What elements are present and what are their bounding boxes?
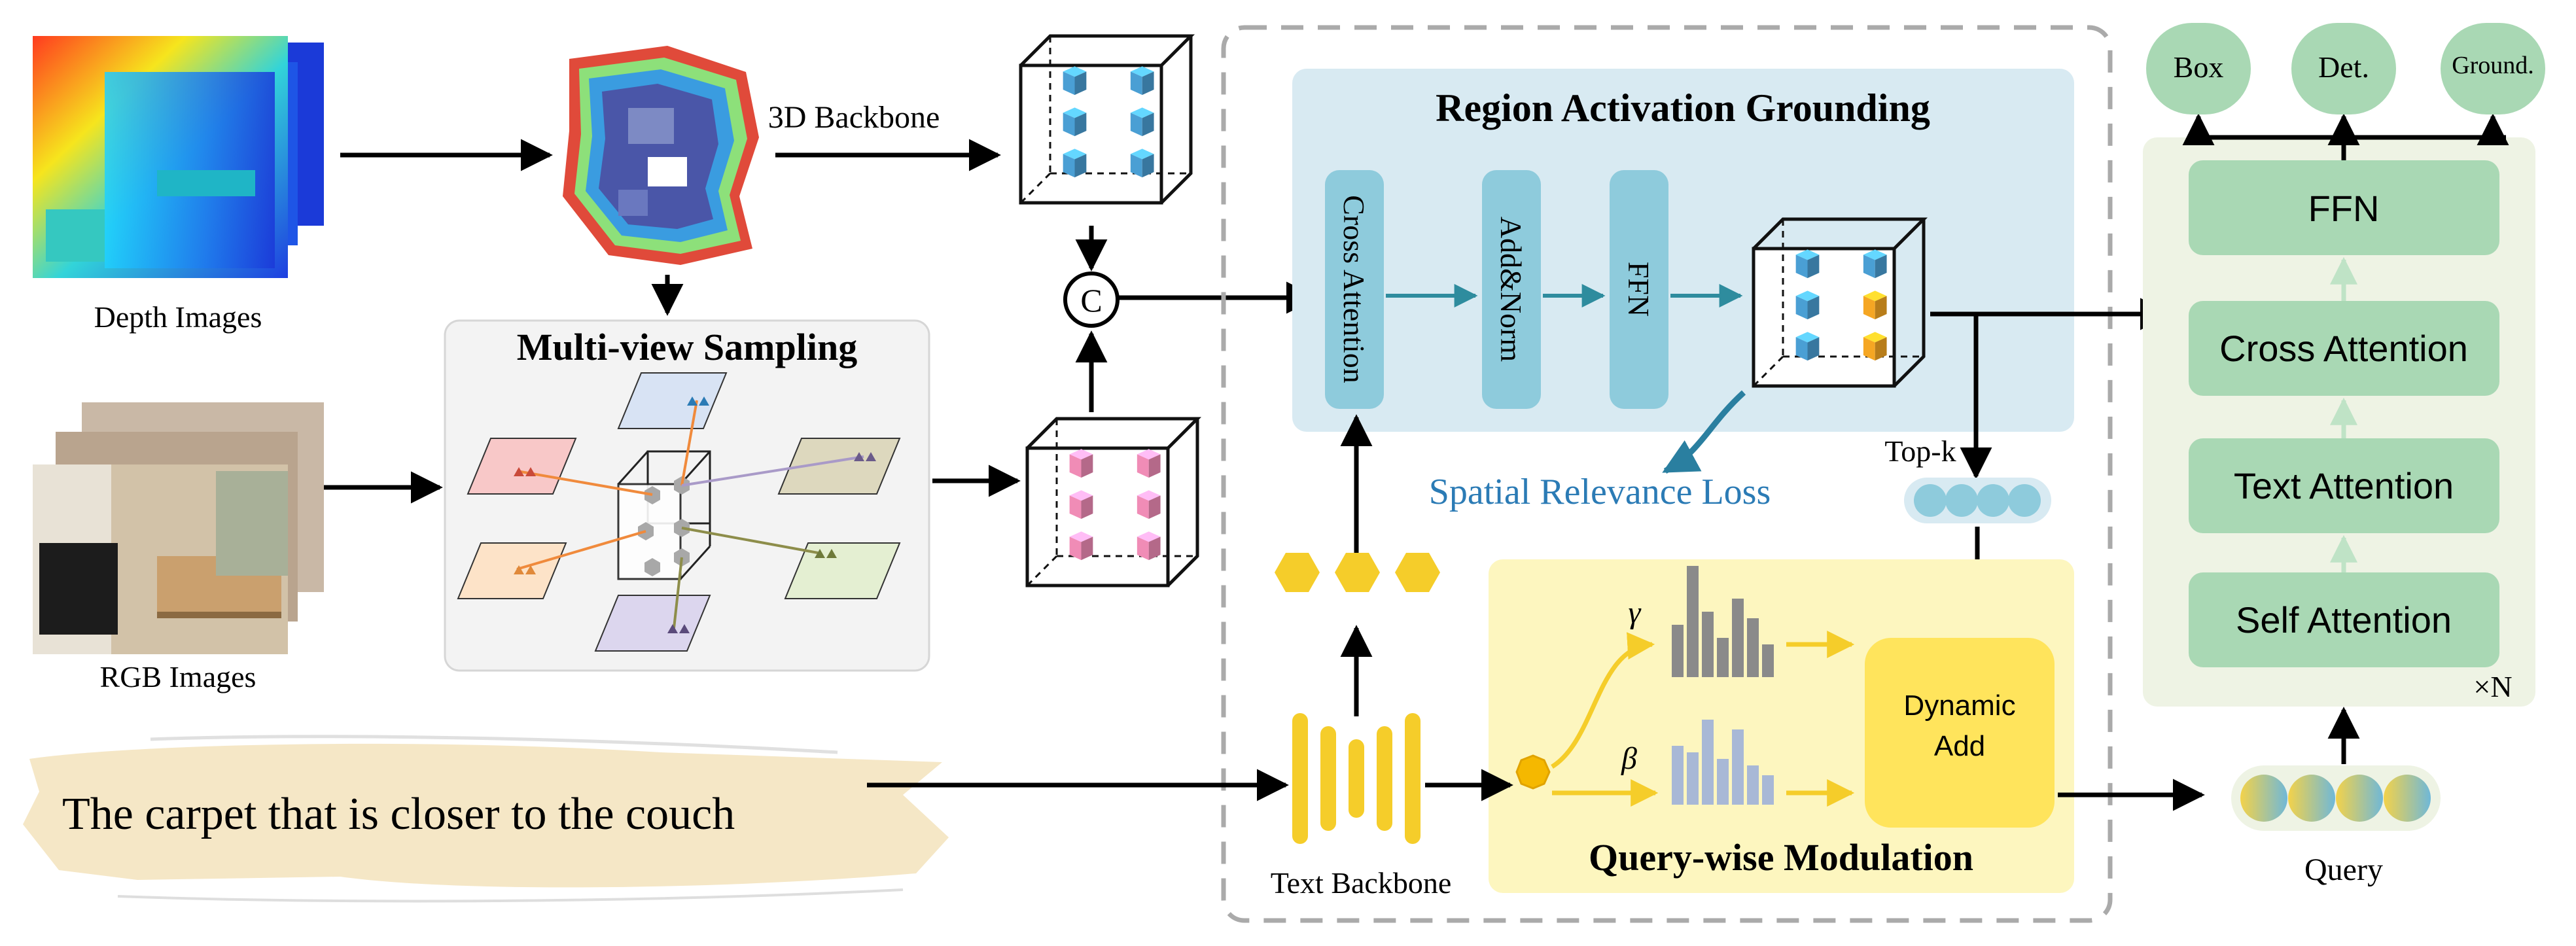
voxel [1137,490,1161,519]
voxel [1063,107,1087,137]
depth-images-label: Depth Images [94,300,262,334]
view-plane-top [617,372,728,429]
gamma-label: γ [1629,595,1642,630]
concat-symbol: C [1080,282,1102,319]
dynamic-add-block [1865,638,2055,828]
voxel [1795,332,1820,361]
dynamic-add-label-1: Dynamic [1903,690,2015,722]
voxel [1795,290,1820,320]
rag-block-cross-attention-label: Cross Attention [1337,195,1371,383]
query-wise-modulation-panel: Query-wise Modulation γ β [1489,559,2074,893]
text-backbone-label: Text Backbone [1271,866,1452,900]
text-backbone [1292,713,1420,844]
voxel [1137,449,1161,478]
head-ground-label: Ground. [2452,52,2534,79]
voxel [1130,149,1154,178]
voxel [1069,531,1093,561]
head-det-label: Det. [2318,50,2369,84]
query-tokens [2231,765,2441,831]
topk-tokens [1904,478,2051,523]
voxel [1795,249,1820,279]
voxel [1863,290,1887,320]
rgb-images-label: RGB Images [100,660,256,693]
head-box-label: Box [2174,50,2224,84]
concat-circle [1063,272,1120,328]
text-feature-tokens [1275,553,1440,592]
spatial-relevance-loss-label: Spatial Relevance Loss [1429,472,1771,512]
multiview-title: Multi-view Sampling [517,326,857,368]
prediction-heads: Box Det. Ground. [2146,23,2545,114]
activated-region-cube [1752,217,1928,388]
decoder-layer-text-attention-label: Text Attention [2234,465,2454,506]
decoder-layer-cross-attention [2189,301,2499,396]
feature-cube-2d [1025,417,1202,587]
view-plane-left-bottom [457,542,567,599]
head-ground [2441,23,2545,114]
decoder-layer-ffn-label: FFN [2308,188,2380,229]
decoder-panel: FFN Cross Attention Text Attention Self … [2143,137,2535,707]
backbone-3d-label: 3D Backbone [768,100,940,135]
feature-cube-3d [1019,34,1195,205]
text-token-octagon [1515,754,1551,790]
view-plane-right-bottom [784,542,901,599]
voxel [1130,107,1154,137]
rag-block-ffn [1610,170,1668,409]
voxel [1137,531,1161,561]
view-plane-left-top [467,438,577,495]
decoder-layer-self-attention-label: Self Attention [2236,599,2452,640]
topk-label: Top-k [1884,434,1956,468]
depth-images [33,36,324,278]
region-activation-grounding-panel: Region Activation Grounding Cross Attent… [1292,69,2074,432]
voxel [1069,449,1093,478]
qwm-title: Query-wise Modulation [1589,836,1973,879]
rag-block-cross-attention [1325,170,1384,409]
point-cloud [563,46,759,265]
rag-block-add-norm-label: Add&Norm [1494,217,1528,362]
decoder-layer-ffn [2189,160,2499,255]
query-text: The carpet that is closer to the couch [62,789,735,839]
dynamic-add-label-2: Add [1934,730,1985,762]
beta-bars [1672,720,1774,805]
head-box [2146,23,2251,114]
query-text-banner [23,735,949,903]
rag-title: Region Activation Grounding [1436,86,1930,130]
rag-block-add-norm [1482,170,1541,409]
core-module-frame [1221,25,2113,923]
voxel [1063,66,1087,96]
query-label: Query [2304,852,2383,887]
spatial-loss-arrow [1662,390,1746,474]
beta-label: β [1621,741,1637,776]
gamma-bars [1672,566,1774,677]
rgb-images [33,402,324,654]
voxel [1069,490,1093,519]
multiview-sampling-panel: Multi-view Sampling [444,319,930,672]
decoder-repeat-label: ×N [2473,670,2512,703]
voxel [1863,332,1887,361]
decoder-layer-self-attention [2189,572,2499,667]
voxel [1130,66,1154,96]
rag-block-ffn-label: FFN [1622,262,1655,317]
voxel [1863,249,1887,279]
head-det [2291,23,2396,114]
view-plane-bottom [594,595,711,652]
decoder-layer-text-attention [2189,438,2499,533]
voxel [1063,149,1087,178]
decoder-layer-cross-attention-label: Cross Attention [2219,328,2468,369]
view-plane-right-top [777,438,901,495]
